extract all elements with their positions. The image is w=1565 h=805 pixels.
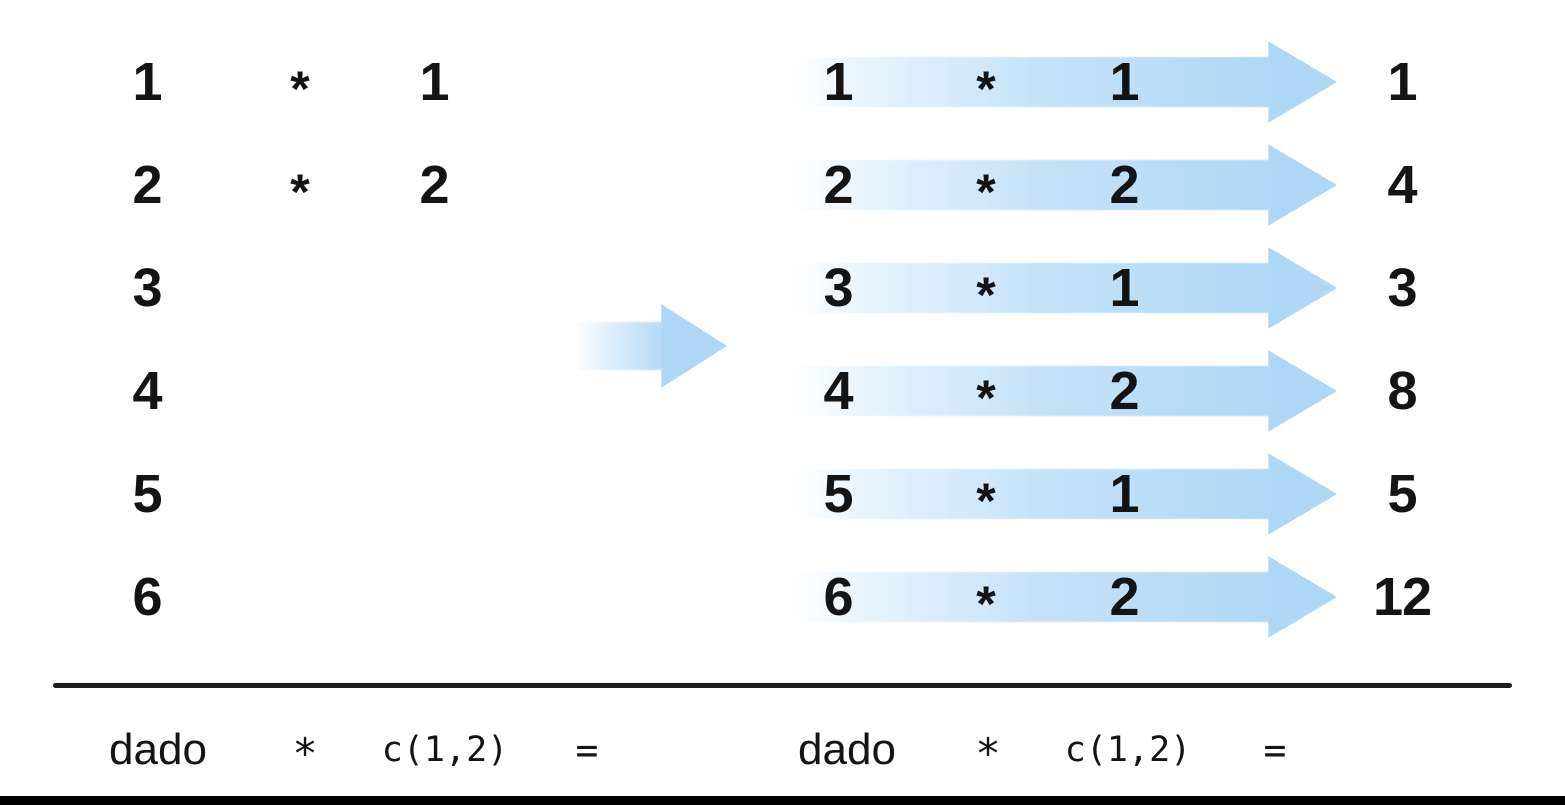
vector-name-label: dado bbox=[109, 725, 207, 774]
right-arrow-icon bbox=[792, 160, 1269, 210]
right-arrow-icon bbox=[1268, 247, 1337, 329]
result-value: 5 bbox=[1387, 464, 1417, 524]
operation-row: 2 * 2 4 bbox=[0, 133, 1565, 237]
recycled-value: 1 bbox=[1109, 464, 1139, 524]
left-row: 6 bbox=[0, 545, 1565, 649]
operation-row: 1 * 1 1 bbox=[0, 30, 1565, 134]
right-arrow-icon bbox=[1268, 144, 1337, 226]
operand-value: 6 bbox=[823, 567, 853, 627]
right-arrow-icon bbox=[1268, 556, 1337, 638]
operand-value: 5 bbox=[823, 464, 853, 524]
left-value: 6 bbox=[132, 567, 162, 627]
multiply-operator: * bbox=[976, 61, 996, 117]
multiply-operator: * bbox=[976, 576, 996, 632]
recycled-value: 1 bbox=[1109, 52, 1139, 112]
multiply-operator: * bbox=[292, 729, 318, 778]
right-arrow-icon bbox=[792, 366, 1269, 416]
recycled-value: 2 bbox=[1109, 567, 1139, 627]
operation-row: 4 * 2 8 bbox=[0, 339, 1565, 443]
result-value: 3 bbox=[1387, 258, 1417, 318]
operand-value: 4 bbox=[823, 361, 853, 421]
right-arrow-icon bbox=[792, 263, 1269, 313]
left-value: 3 bbox=[132, 258, 162, 318]
recycled-value: 2 bbox=[1109, 361, 1139, 421]
operand-value: 2 bbox=[823, 155, 853, 215]
recycled-value: 2 bbox=[419, 155, 449, 215]
operand-value: 3 bbox=[823, 258, 853, 318]
result-value: 8 bbox=[1387, 361, 1417, 421]
operation-row: 6 * 2 12 bbox=[0, 545, 1565, 649]
equals-sign: = bbox=[575, 728, 599, 772]
operation-row: 5 * 1 5 bbox=[0, 442, 1565, 546]
result-value: 1 bbox=[1387, 52, 1417, 112]
right-arrow-icon bbox=[1268, 41, 1337, 123]
bottom-bar bbox=[0, 796, 1565, 805]
multiply-operator: * bbox=[976, 267, 996, 323]
left-row: 2 * 2 bbox=[0, 133, 1565, 237]
left-value: 2 bbox=[132, 155, 162, 215]
recycled-value: 2 bbox=[1109, 155, 1139, 215]
left-row: 4 bbox=[0, 339, 1565, 443]
formula-row: dado * c(1,2) = dado * c(1,2) = bbox=[0, 698, 1565, 802]
operation-row: 3 * 1 3 bbox=[0, 236, 1565, 340]
right-arrow-icon bbox=[578, 322, 662, 370]
recycle-vector-label: c(1,2) bbox=[381, 730, 509, 770]
multiply-operator: * bbox=[290, 164, 310, 220]
separator-rule bbox=[53, 683, 1512, 688]
result-value: 12 bbox=[1372, 567, 1432, 627]
result-value: 4 bbox=[1387, 155, 1417, 215]
left-value: 1 bbox=[132, 52, 162, 112]
multiply-operator: * bbox=[290, 61, 310, 117]
left-row: 3 bbox=[0, 236, 1565, 340]
multiply-operator: * bbox=[976, 473, 996, 529]
recycled-value: 1 bbox=[419, 52, 449, 112]
right-arrow-icon bbox=[792, 469, 1269, 519]
multiply-operator: * bbox=[976, 164, 996, 220]
right-arrow-icon bbox=[1268, 350, 1337, 432]
right-arrow-icon bbox=[792, 572, 1269, 622]
operand-value: 1 bbox=[823, 52, 853, 112]
left-row: 1 * 1 bbox=[0, 30, 1565, 134]
multiply-operator: * bbox=[975, 729, 1001, 778]
left-value: 4 bbox=[132, 361, 162, 421]
recycle-vector-label: c(1,2) bbox=[1064, 730, 1192, 770]
right-arrow-icon bbox=[1268, 453, 1337, 535]
left-value: 5 bbox=[132, 464, 162, 524]
left-row: 5 bbox=[0, 442, 1565, 546]
multiply-operator: * bbox=[976, 370, 996, 426]
recycled-value: 1 bbox=[1109, 258, 1139, 318]
vector-name-label: dado bbox=[798, 725, 896, 774]
right-arrow-icon bbox=[792, 57, 1269, 107]
equals-sign: = bbox=[1263, 728, 1287, 772]
